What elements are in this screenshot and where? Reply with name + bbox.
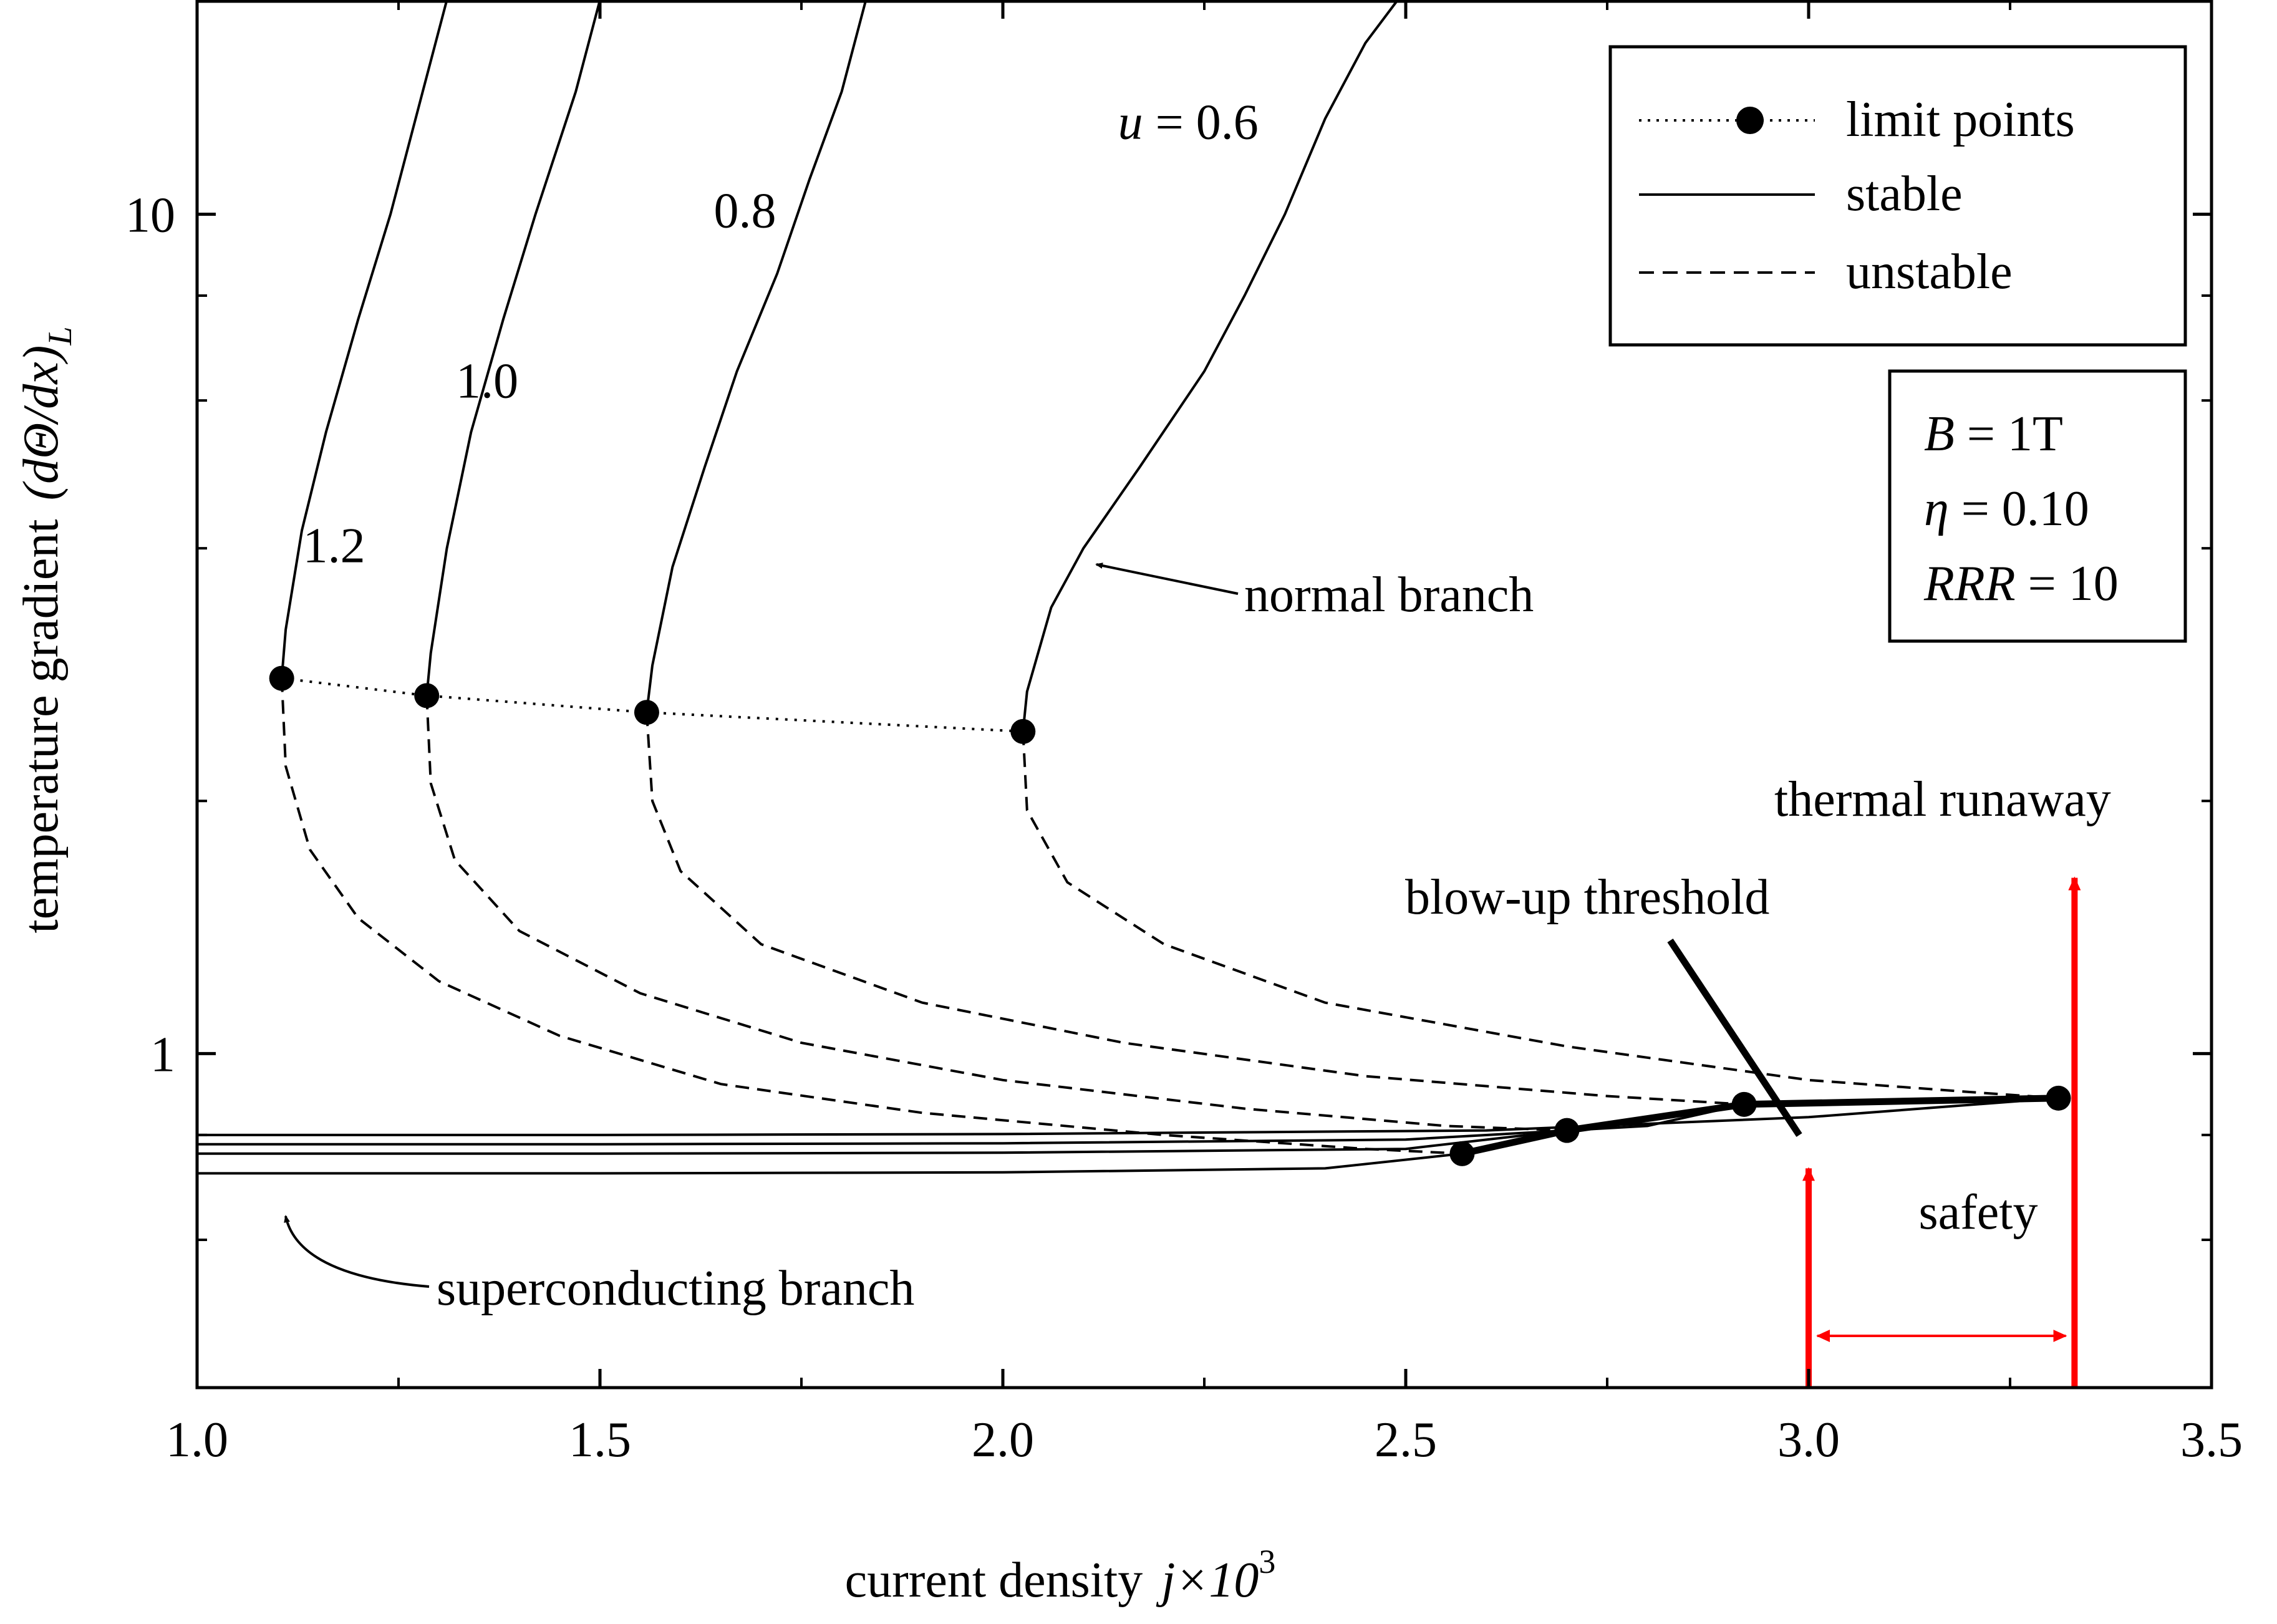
unstable-curve-0 (280, 678, 1462, 1155)
x-tick-label-5: 3.5 (2180, 1413, 2243, 1467)
legend-label-stable: stable (1846, 167, 1963, 221)
x-tick-label-4: 3.0 (1777, 1413, 1840, 1467)
superconducting-branch-label: superconducting branch (437, 1261, 914, 1316)
x-tick-label-3: 2.5 (1375, 1413, 1437, 1467)
curve-label-0: 1.2 (303, 518, 365, 573)
limit-point-2 (634, 700, 659, 725)
param-b: B = 1T (1924, 407, 2063, 462)
x-tick-label-1: 1.5 (569, 1413, 631, 1467)
blowup-point-0 (1449, 1141, 1475, 1166)
x-tick-label-0: 1.0 (166, 1413, 228, 1467)
unstable-curve-1 (425, 695, 1567, 1132)
y-axis-title: temperature gradient(dΘ/dx)L (14, 327, 79, 934)
normal-branch-arrow (1095, 563, 1239, 595)
blowup-threshold-label: blow-up threshold (1405, 870, 1769, 925)
unstable-curve-2 (645, 712, 1744, 1106)
legend-marker-limit-points (1736, 107, 1764, 134)
x-tick-label-2: 2.0 (972, 1413, 1034, 1467)
superconducting-branch-arrow (284, 1215, 430, 1288)
points-layer (269, 665, 2071, 1166)
axes-layer: 1.0 1.5 2.0 2.5 3.0 3.5 1 10 (125, 0, 2243, 1467)
normal-branch-curve-3 (1022, 0, 1399, 732)
curve-label-1: 1.0 (456, 354, 518, 408)
curve-label-3: u = 0.6 (1118, 95, 1259, 150)
limit-point-3 (1010, 718, 1036, 744)
limit-point-0 (269, 665, 294, 691)
curve-label-2: 0.8 (714, 183, 776, 238)
superconducting-branch-curve-0 (197, 1152, 1462, 1175)
blowup-point-1 (1554, 1118, 1580, 1143)
parameters-frame (1888, 369, 2187, 643)
legend-label-unstable: unstable (1846, 244, 2013, 299)
blowup-threshold-pointer (1667, 938, 1802, 1138)
normal-branch-label: normal branch (1244, 568, 1534, 622)
parameters-box: B = 1T η = 0.10 RRR = 10 (1888, 369, 2187, 643)
param-rrr: RRR = 10 (1923, 556, 2119, 611)
y-tick-label-0: 1 (150, 1027, 175, 1082)
normal-branch-curve-2 (645, 0, 868, 713)
thermal-runaway-label: thermal runaway (1774, 772, 2111, 827)
legend: limit points stable unstable (1608, 45, 2187, 347)
normal-branch-curve-1 (425, 0, 601, 696)
superconducting-branch-curve-3 (197, 1096, 2059, 1136)
param-eta: η = 0.10 (1924, 481, 2089, 536)
blowup-point-3 (2046, 1085, 2071, 1111)
blowup-threshold-line (1461, 1095, 2059, 1158)
superconducting-branch-curve-2 (197, 1103, 1745, 1146)
normal-branch-curve-0 (280, 0, 448, 679)
annotation-layer: 1.2 1.0 0.8 u = 0.6 normal branch superconduc… (284, 95, 2111, 1388)
unstable-curve-3 (1022, 731, 2059, 1100)
safety-label: safety (1918, 1185, 2038, 1240)
y-tick-label-1: 10 (125, 188, 175, 243)
blowup-point-2 (1731, 1091, 1757, 1117)
legend-label-limit-points: limit points (1846, 92, 2075, 147)
limit-point-1 (414, 683, 440, 708)
series-layer (197, 0, 2059, 1175)
